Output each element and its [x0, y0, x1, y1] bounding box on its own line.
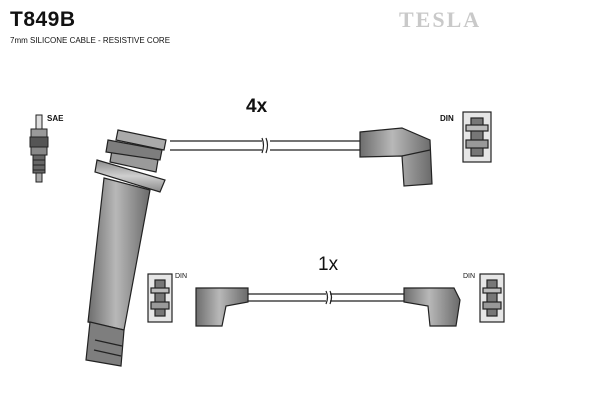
cable-description: 7mm SILICONE CABLE - RESISTIVE CORE — [10, 36, 171, 45]
sae-label: SAE — [47, 114, 64, 123]
din-terminal-bottom-right-icon — [479, 273, 505, 323]
din-terminal-bottom-left-icon — [147, 273, 173, 323]
bottom-cable-quantity: 1x — [318, 254, 339, 275]
din-label-bottom-left: DIN — [175, 273, 188, 280]
brand-logo: TESLA — [399, 7, 482, 32]
top-cable-quantity: 4x — [246, 96, 268, 117]
top-cable — [170, 127, 433, 187]
din-label-top: DIN — [440, 114, 454, 123]
din-terminal-top-icon — [462, 111, 492, 163]
part-number: T849B — [10, 8, 76, 31]
spark-plug-icon — [29, 114, 49, 183]
coil-boot-connector — [85, 129, 167, 367]
din-label-bottom-right: DIN — [463, 273, 476, 280]
bottom-cable — [195, 287, 461, 327]
